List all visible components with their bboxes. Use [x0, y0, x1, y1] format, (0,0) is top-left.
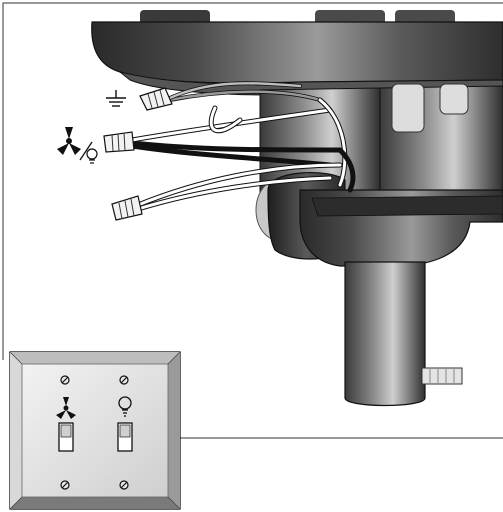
- downrod: [344, 261, 426, 407]
- wire-nut-ground: [139, 87, 173, 111]
- housing-slot-right: [439, 83, 469, 115]
- fan-and-light-symbol-icon: [57, 127, 98, 164]
- ground-symbol-icon: [106, 90, 126, 107]
- flange-rim: [311, 195, 503, 217]
- mounting-bracket: [91, 21, 503, 84]
- wire-nut-neutral: [111, 195, 143, 221]
- housing-slot-left: [391, 83, 425, 133]
- fan-switch[interactable]: [58, 422, 74, 452]
- fan-icon: [56, 397, 76, 419]
- light-bulb-icon: [118, 396, 132, 417]
- light-switch[interactable]: [117, 422, 133, 452]
- wires: [129, 81, 356, 212]
- ceiling-outline: [2, 2, 503, 439]
- plate-screws: [60, 375, 129, 490]
- wire-nut-hot: [103, 131, 135, 153]
- downrod-pin: [421, 367, 463, 385]
- wall-switch-plate: [9, 351, 181, 510]
